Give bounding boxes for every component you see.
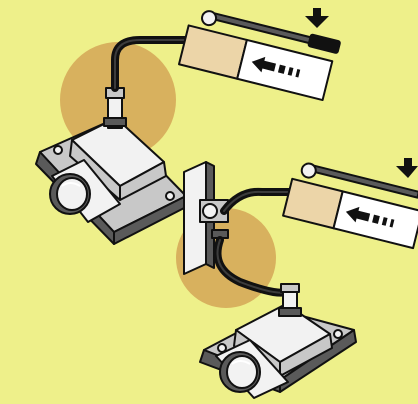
lower-arrow-down-icon <box>396 158 418 178</box>
upper-bolt-2 <box>166 192 174 200</box>
lower-lever-body <box>283 179 343 228</box>
lower-assembly <box>176 158 418 398</box>
upper-arrow-down-icon <box>305 8 329 28</box>
lower-pivot <box>300 162 317 179</box>
upper-bolt-1 <box>54 146 62 154</box>
lower-lever <box>283 160 418 248</box>
upper-lever-body <box>179 25 247 78</box>
upper-fitting <box>104 88 126 128</box>
upper-pivot <box>201 10 218 27</box>
lower-fitting <box>279 284 301 316</box>
lower-bolt-2 <box>334 330 342 338</box>
